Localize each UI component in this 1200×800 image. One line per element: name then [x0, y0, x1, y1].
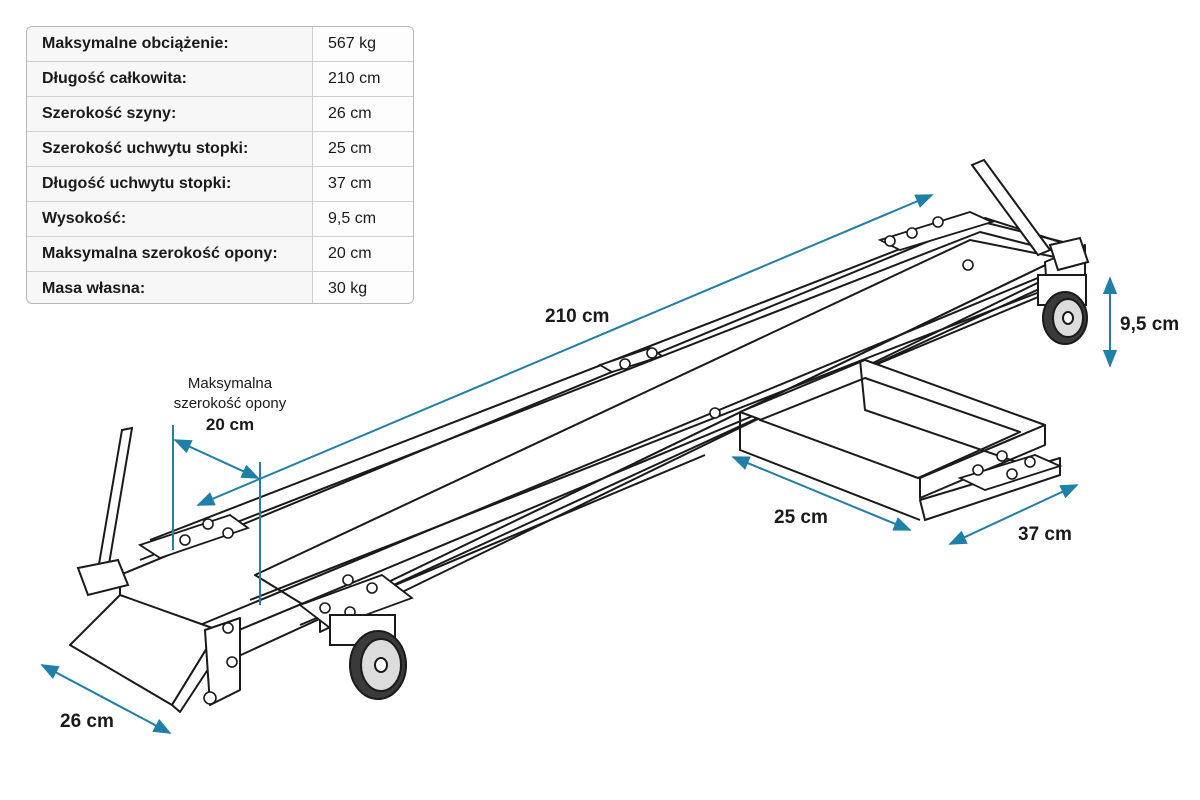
bolt-icon	[179, 534, 191, 546]
handle-base	[1048, 236, 1090, 272]
bolt-icon	[709, 407, 721, 419]
stand-length-label: 37 cm	[1018, 524, 1072, 545]
mounting-plate	[298, 573, 414, 630]
bolt-icon	[996, 450, 1008, 462]
spec-value: 567 kg	[312, 27, 413, 62]
spec-row: Maksymalne obciążenie:567 kg	[27, 27, 413, 62]
wheel-icon	[329, 614, 407, 700]
spec-label: Szerokość szyny:	[27, 96, 313, 132]
wheel-icon	[1037, 274, 1088, 345]
bolt-icon	[203, 691, 217, 705]
spec-label: Długość całkowita:	[27, 61, 313, 97]
spec-value: 25 cm	[312, 131, 413, 167]
spec-row: Szerokość szyny:26 cm	[27, 96, 413, 132]
bolt-icon	[1006, 468, 1018, 480]
rail-width-label: 26 cm	[60, 711, 114, 732]
front-bracket	[204, 617, 241, 706]
bolt-icon	[972, 464, 984, 476]
handle-icon	[970, 158, 1052, 257]
bolt-icon	[202, 518, 214, 530]
spec-row: Szerokość uchwytu stopki:25 cm	[27, 131, 413, 167]
bolt-icon	[342, 574, 354, 586]
stand-width-dimension-arrow	[731, 456, 912, 531]
stand-length-dimension-arrow	[948, 484, 1079, 545]
tire-label-line1: Maksymalna	[188, 375, 273, 392]
spec-value: 210 cm	[312, 61, 413, 97]
tire-label-value: 20 cm	[206, 415, 254, 434]
bolt-icon	[962, 259, 974, 271]
bolt-icon	[226, 656, 238, 668]
mounting-plate	[137, 514, 250, 559]
spec-value: 26 cm	[312, 96, 413, 132]
bolt-icon	[319, 602, 331, 614]
spec-row: Długość całkowita:210 cm	[27, 61, 413, 97]
bolt-icon	[646, 347, 658, 359]
spec-label: Maksymalne obciążenie:	[27, 27, 313, 62]
tire-width-dimension-arrow	[173, 439, 260, 479]
bolt-icon	[1024, 456, 1036, 468]
bolt-icon	[932, 216, 944, 228]
handle-base	[76, 558, 130, 597]
bolt-icon	[619, 358, 631, 370]
rail-width-dimension-arrow	[40, 664, 172, 734]
length-dimension-arrow	[196, 194, 934, 506]
handles	[76, 158, 1090, 597]
dimension-lines	[40, 194, 1118, 734]
bolt-icon	[884, 235, 896, 247]
handle-icon	[96, 426, 134, 571]
bolt-icon	[906, 227, 918, 239]
height-label: 9,5 cm	[1120, 314, 1179, 335]
wheels	[329, 274, 1088, 700]
tire-label-line2: szerokość opony	[174, 395, 287, 412]
bolt-icon	[222, 622, 234, 634]
bolt-icon	[222, 527, 234, 539]
spec-label: Szerokość uchwytu stopki:	[27, 131, 313, 167]
length-label: 210 cm	[545, 306, 609, 327]
dolly-frame	[69, 217, 1086, 713]
bolt-icon	[366, 582, 378, 594]
stand-width-label: 25 cm	[774, 507, 828, 528]
